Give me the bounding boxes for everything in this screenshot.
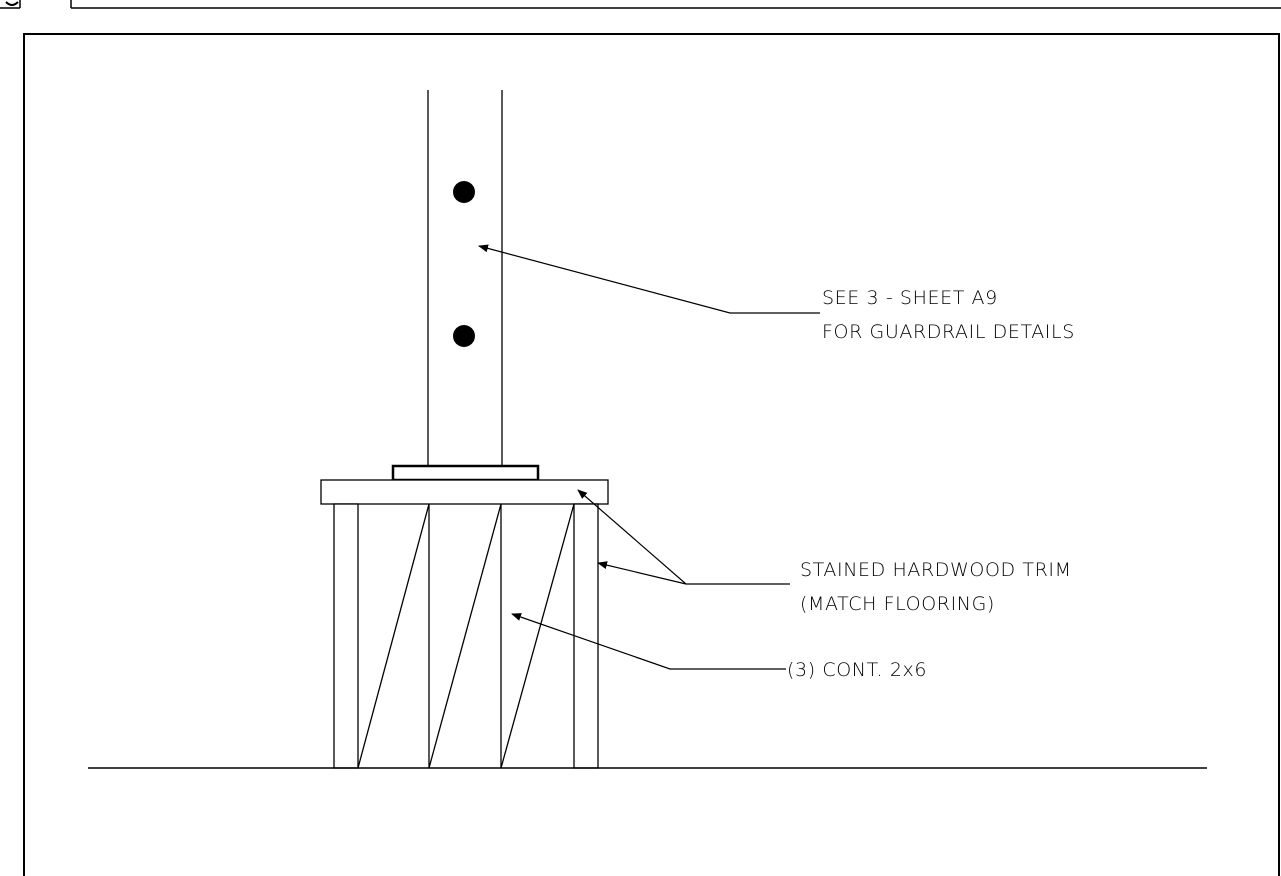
note-guardrail-line2: FOR GUARDRAIL DETAILS bbox=[822, 321, 1075, 343]
side-trim-right bbox=[573, 503, 599, 769]
note-guardrail-line1: SEE 3 - SHEET A9 bbox=[822, 287, 998, 309]
base-plate bbox=[391, 464, 540, 482]
leader-trim-side bbox=[597, 561, 687, 585]
note-trim-line1: STAINED HARDWOOD TRIM bbox=[800, 559, 1072, 581]
section-diagonal-1 bbox=[357, 503, 430, 769]
title-strip bbox=[0, 0, 1281, 9]
section-diagonal-3 bbox=[500, 503, 575, 769]
hardwood-cap bbox=[320, 479, 609, 505]
detail-border bbox=[23, 33, 1280, 876]
leader-trim-cap bbox=[577, 489, 790, 585]
bolt-hole-lower bbox=[453, 325, 475, 347]
leader-framing bbox=[511, 613, 786, 670]
framing-2x6 bbox=[357, 503, 575, 769]
section-diagonal-2 bbox=[428, 503, 502, 769]
note-trim-line2: (MATCH FLOORING) bbox=[800, 593, 995, 615]
side-trim-left bbox=[333, 503, 359, 769]
bolt-hole-upper bbox=[453, 181, 475, 203]
leader-guardrail bbox=[478, 244, 820, 314]
guardrail-post bbox=[427, 90, 503, 466]
note-framing: (3) CONT. 2x6 bbox=[787, 659, 927, 681]
